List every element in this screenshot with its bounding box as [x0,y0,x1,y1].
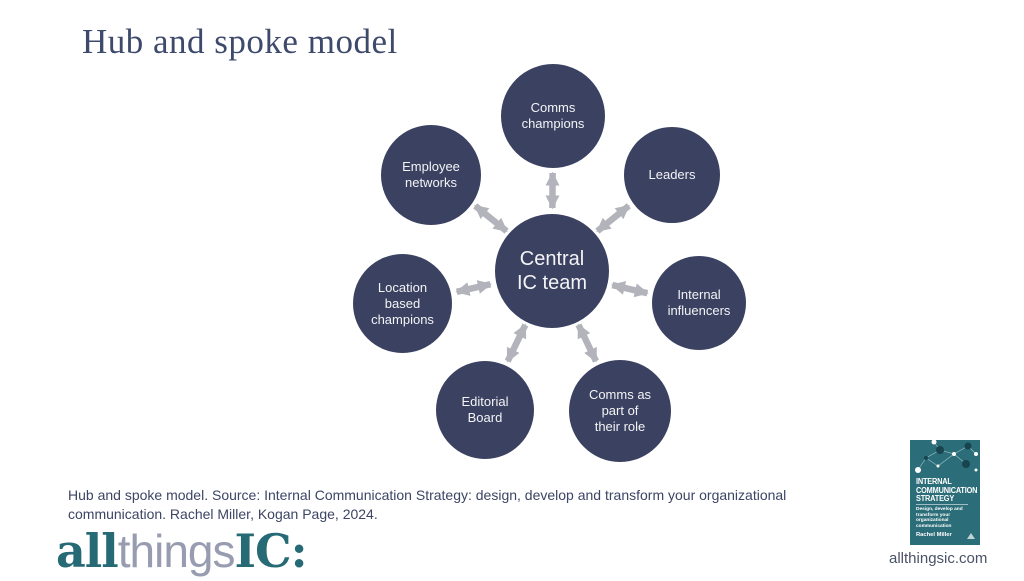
kogan-page-logo [967,533,975,539]
book-subtitle: Design, develop and transform your organ… [916,507,963,529]
book-title: INTERNAL COMMUNICATION STRATEGY [916,477,978,503]
node-leaders: Leaders [624,127,720,223]
node-comms-champions: Comms champions [501,64,605,168]
node-central-ic-team: Central IC team [495,214,609,328]
allthingsic-logo: allthingsIC: [56,524,308,578]
node-comms-as-part-of-their-role: Comms as part of their role [569,360,671,462]
website-url: allthingsic.com [889,550,988,567]
node-internal-influencers: Internal influencers [652,256,746,350]
page-title: Hub and spoke model [82,22,398,61]
node-location-based-champions: Location based champions [353,254,452,353]
book-cover: INTERNAL COMMUNICATION STRATEGY Design, … [910,440,980,545]
network-pattern-graphic [915,440,978,473]
node-editorial-board: Editorial Board [436,361,534,459]
logo-segment-ic: IC: [234,524,308,578]
source-caption: Hub and spoke model. Source: Internal Co… [68,487,787,522]
book-title-rule [916,504,968,505]
logo-segment-all: all [56,524,119,578]
logo-segment-things: things [117,525,236,577]
node-employee-networks: Employee networks [381,125,481,225]
book-author: Rachel Miller [916,532,952,538]
